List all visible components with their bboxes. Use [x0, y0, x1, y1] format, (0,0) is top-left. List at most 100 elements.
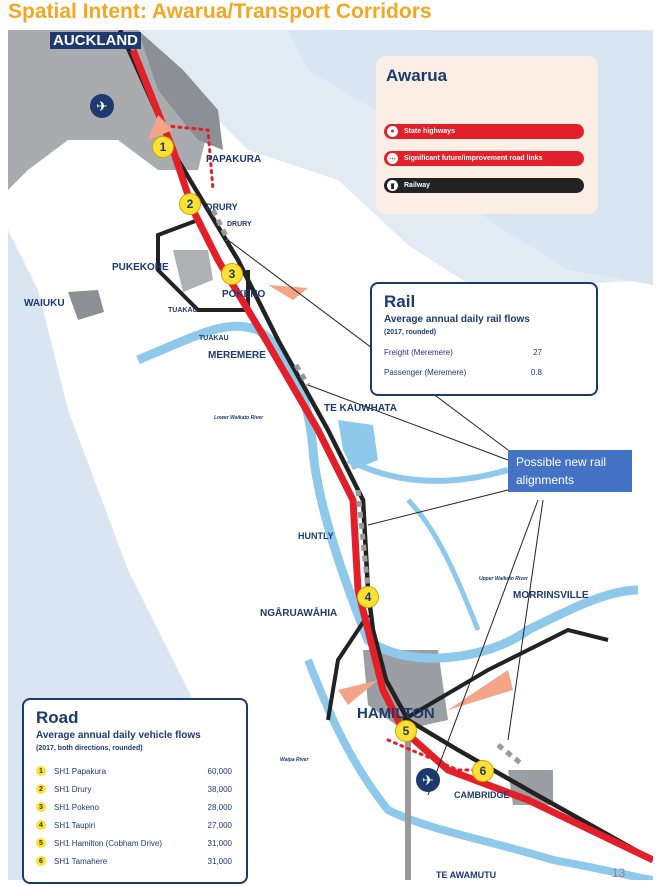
place-drury-rail: DRURY: [227, 221, 252, 228]
page-title: Spatial Intent: Awarua/Transport Corrido…: [8, 0, 432, 23]
callout-leader-4: [427, 499, 539, 796]
callout-leader-3: [367, 489, 509, 526]
road-row-value: 27,000: [207, 820, 232, 830]
rail-box-subtitle: Average annual daily rail flows: [384, 314, 530, 325]
place-auckland: AUCKLAND: [50, 32, 141, 49]
legend-item-railway: ▮ Railway: [384, 178, 584, 193]
future-link-2: [386, 738, 490, 772]
road-box-subtitle: Average annual daily vehicle flows: [36, 730, 201, 741]
flow-arrow-auckland: [148, 115, 173, 140]
road-row-value: 28,000: [207, 802, 232, 812]
railway-west: [326, 613, 370, 721]
rail-flows-box: Rail Average annual daily rail flows (20…: [370, 282, 598, 396]
road-row-value: 38,000: [207, 784, 232, 794]
label-lower-waikato-river: Lower Waikato River: [214, 415, 264, 421]
lake-waikare: [338, 420, 378, 470]
place-waiuku: WAIUKU: [24, 298, 65, 309]
rail-alignment-2: [293, 363, 311, 387]
airport-icon: ✈: [90, 94, 114, 118]
rail-row-label: Passenger (Meremere): [384, 368, 467, 377]
legend-label: State highways: [404, 128, 455, 135]
marker-3[interactable]: 3: [221, 263, 243, 285]
legend-title: Awarua: [386, 66, 448, 85]
road-box-title: Road: [36, 708, 79, 727]
legend: Awarua ● State highways ⋯ Significant fu…: [376, 56, 598, 214]
place-morrinsville: MORRINSVILLE: [513, 590, 589, 601]
marker-6[interactable]: 6: [472, 760, 494, 782]
future-link-1: [156, 123, 215, 192]
place-te-awamutu: TE AWAMUTU: [436, 870, 497, 880]
legend-label: Railway: [404, 182, 431, 189]
place-papakura: PAPAKURA: [206, 154, 262, 165]
tributary: [346, 457, 509, 484]
road-row-label: SH1 Tamahere: [54, 856, 108, 866]
road-row: 3 SH1 Pokeno 28,000: [36, 802, 232, 812]
road-row: 5 SH1 Hamilton (Cobham Drive) 31,000: [36, 838, 232, 848]
flow-arrow-hamilton-east: [448, 670, 513, 710]
road-row: 2 SH1 Drury 38,000: [36, 784, 232, 794]
rail-row-value: 27: [533, 348, 542, 357]
road-flows-box: Road Average annual daily vehicle flows …: [22, 698, 248, 884]
road-row-label: SH1 Papakura: [54, 766, 107, 776]
place-huntly: HUNTLY: [298, 531, 334, 541]
road-row-number: 6: [36, 856, 46, 866]
place-pukekohe: PUKEKOHE: [112, 262, 169, 273]
marker-5[interactable]: 5: [395, 720, 417, 742]
railway-east: [401, 627, 609, 722]
legend-item-state-highways: ● State highways: [384, 124, 584, 139]
road-row-label: SH1 Drury: [54, 784, 92, 794]
place-tuakau-1: TUAKAU: [168, 307, 198, 314]
auckland-urban: [138, 30, 223, 150]
tributary-2: [406, 498, 481, 631]
road-row: 1 SH1 Papakura 60,000: [36, 766, 232, 776]
marker-4[interactable]: 4: [357, 586, 379, 608]
place-meremere: MEREMERE: [208, 350, 266, 361]
road-row-label: SH1 Pokeno: [54, 802, 99, 812]
place-drury-road: DRURY: [206, 202, 238, 212]
place-ngaruawahia: NGĀRUAWĀHIA: [260, 608, 338, 619]
road-row: 4 SH1 Taupiri 27,000: [36, 820, 232, 830]
rail-box-title: Rail: [384, 292, 416, 311]
rail-alignments-callout: Possible new rail alignments: [508, 450, 632, 492]
road-dashed-icon: ⋯: [387, 153, 398, 164]
legend-label: Significant future/improvement road link…: [404, 155, 543, 162]
rail-alignment-3: [355, 489, 371, 591]
airport-icon: ✈: [416, 768, 440, 792]
rail-row-value: 0.8: [530, 368, 542, 377]
road-row-number: 5: [36, 838, 46, 848]
road-box-note: (2017, both directions, rounded): [36, 745, 143, 752]
place-pokeno: POKENO: [222, 289, 266, 300]
rail-row-label: Freight (Meremere): [384, 348, 453, 357]
road-row-number: 2: [36, 784, 46, 794]
label-waipa-river: Waipa River: [280, 757, 309, 763]
road-row-value: 31,000: [207, 838, 232, 848]
road-row-label: SH1 Hamilton (Cobham Drive): [54, 838, 163, 848]
waipa-river: [304, 658, 653, 880]
waikato-river: [136, 321, 639, 663]
rail-box-note: (2017, rounded): [384, 329, 437, 336]
road-row-value: 31,000: [207, 856, 232, 866]
page-number: 13: [612, 866, 626, 880]
rail-icon: ▮: [387, 180, 398, 191]
marker-2[interactable]: 2: [179, 193, 201, 215]
place-te-kauwhata: TE KAUWHATA: [324, 403, 397, 414]
label-upper-waikato-river: Upper Waikato River: [479, 576, 528, 582]
road-row-label: SH1 Taupiri: [54, 820, 96, 830]
road-row: 6 SH1 Tamahere 31,000: [36, 856, 232, 866]
place-cambridge: CAMBRIDGE: [454, 790, 510, 800]
marker-1[interactable]: 1: [152, 136, 174, 158]
road-icon: ●: [387, 126, 398, 137]
rail-row: Freight (Meremere) 27: [384, 348, 542, 357]
flow-arrow-hamilton-west: [338, 680, 378, 705]
legend-item-future-links: ⋯ Significant future/improvement road li…: [384, 151, 584, 166]
rail-alignment-4: [496, 743, 525, 767]
pukekohe-area: [173, 250, 213, 292]
flow-arrow-pokeno: [268, 285, 308, 300]
place-hamilton: HAMILTON: [357, 705, 435, 722]
callout-leader-5: [507, 499, 544, 741]
place-tuakau-2: TUAKAU: [199, 335, 229, 342]
callout-leader-2: [307, 384, 509, 461]
road-row-number: 3: [36, 802, 46, 812]
callout-leader-1: [227, 239, 509, 451]
rail-alignment-1: [210, 208, 231, 242]
